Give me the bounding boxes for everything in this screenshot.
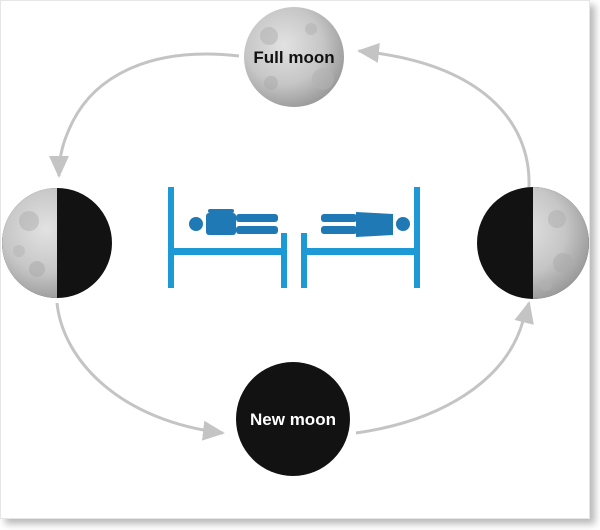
bed-icon — [301, 187, 420, 288]
person-icon — [189, 209, 278, 235]
arrow-right-to-full — [357, 43, 531, 188]
new-moon-icon: New moon — [236, 362, 350, 476]
arrow-new-to-right — [355, 301, 534, 435]
full-moon-icon: Full moon — [244, 7, 344, 107]
diagram-frame: Full moon New moon — [0, 0, 590, 519]
bed-icon — [168, 187, 287, 288]
full-moon-label: Full moon — [253, 48, 334, 67]
person-icon — [321, 212, 410, 237]
new-moon-label: New moon — [250, 410, 336, 429]
first-quarter-moon-icon — [2, 188, 112, 298]
cycle-arrows — [49, 43, 534, 441]
last-quarter-moon-icon — [477, 187, 589, 299]
arrow-left-to-new — [55, 302, 225, 441]
arrow-full-to-left — [49, 52, 240, 178]
